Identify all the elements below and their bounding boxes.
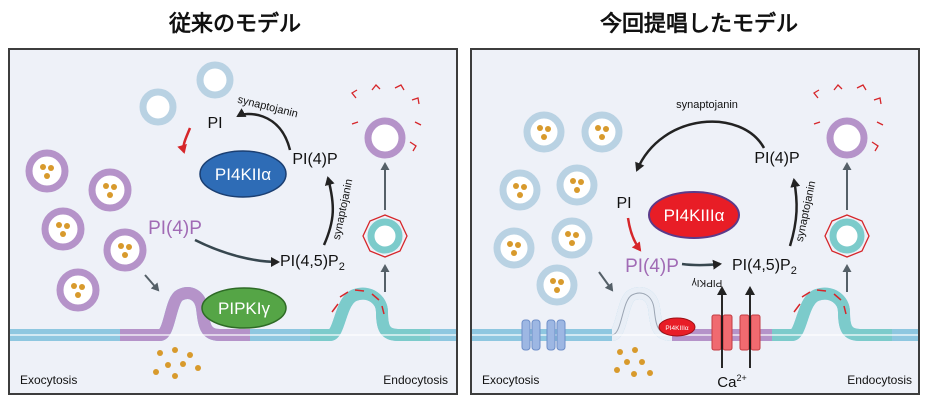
synaptojanin-label-top: synaptojanin	[676, 99, 738, 111]
synaptojanin-arrow-side	[322, 176, 335, 246]
conventional-model-diagram: PI4KIIα PIPKIγ PI PI(4)P PI(4)P PI(4,5)P…	[10, 61, 456, 387]
clathrin-coated-vesicle	[362, 214, 408, 258]
recycled-vesicle	[826, 117, 868, 159]
synaptic-vesicles	[25, 149, 147, 312]
endocytosis-label: Endocytosis	[847, 373, 912, 387]
synaptojanin-arrow-side	[788, 178, 801, 247]
released-neurotransmitter	[153, 347, 201, 379]
pipkig-enzyme: PIPKIγ	[201, 287, 287, 329]
pi4kiia-enzyme: PI4KIIα	[199, 150, 287, 198]
right-panel-title: 今回提唱したモデル	[599, 12, 798, 37]
conventional-model-panel: PI4KIIα PIPKIγ PI PI(4)P PI(4)P PI(4,5)P…	[8, 48, 458, 395]
pi4p-label-top: PI(4)P	[754, 150, 799, 167]
synaptojanin-label-top: synaptojanin	[236, 94, 299, 121]
pi-to-pi4p-arrow	[626, 217, 642, 252]
pip2-label: PI(4,5)P2	[280, 253, 345, 273]
pipki-label: PIPKIγ	[692, 277, 723, 288]
pi4p-label-top: PI(4)P	[292, 151, 337, 168]
recycled-vesicle	[364, 117, 406, 159]
exocytosis-label: Exocytosis	[482, 373, 539, 387]
pi4kiiia-enzyme: PI4KIIIα	[648, 191, 740, 239]
pi-label: PI	[616, 195, 631, 212]
pi4p-to-pip2-arrow	[194, 238, 280, 267]
pi4p-to-pip2-arrow	[681, 259, 722, 270]
clathrin-coated-vesicle	[824, 214, 870, 258]
synaptojanin-label-side: synaptojanin	[331, 178, 356, 241]
svg-text:PI4KIIIα: PI4KIIIα	[665, 325, 689, 332]
synaptojanin-arrow-top	[635, 120, 766, 172]
endocytosis-label: Endocytosis	[383, 373, 448, 387]
svg-text:PI4KIIIα: PI4KIIIα	[664, 206, 725, 225]
svg-text:PIPKIγ: PIPKIγ	[218, 299, 270, 318]
pi4p-label-mid: PI(4)P	[625, 256, 679, 277]
calcium-label: Ca2+	[717, 373, 746, 391]
synaptojanin-arrow-top	[236, 108, 292, 151]
clathrin-fragments	[351, 84, 422, 152]
calcium-channels	[711, 286, 761, 368]
clathrin-coated-pit	[331, 289, 385, 315]
released-neurotransmitter	[614, 347, 653, 377]
svg-text:PI4KIIα: PI4KIIα	[215, 165, 271, 184]
left-panel-title: 従来のモデル	[168, 12, 301, 37]
pi4p-label-left: PI(4)P	[148, 218, 202, 239]
synaptic-vesicles	[493, 111, 623, 306]
snare-proteins	[521, 319, 566, 351]
pi4kiiia-membrane-enzyme: PI4KIIIα	[658, 317, 696, 337]
proposed-model-panel: PI4KIIIα Ca2+ PI4KIIIα PI PI(4)P PI(4)P …	[470, 48, 920, 395]
exocytosis-label: Exocytosis	[20, 373, 77, 387]
proposed-model-diagram: PI4KIIIα Ca2+ PI4KIIIα PI PI(4)P PI(4)P …	[472, 84, 918, 391]
plasma-membrane	[10, 287, 456, 341]
clathrin-coated-pit	[793, 289, 847, 315]
pi-label: PI	[207, 115, 222, 132]
empty-vesicles	[139, 61, 234, 126]
pip2-label: PI(4,5)P2	[732, 257, 797, 277]
pi-to-pi4p-arrow	[177, 127, 192, 154]
clathrin-fragments	[813, 84, 884, 152]
